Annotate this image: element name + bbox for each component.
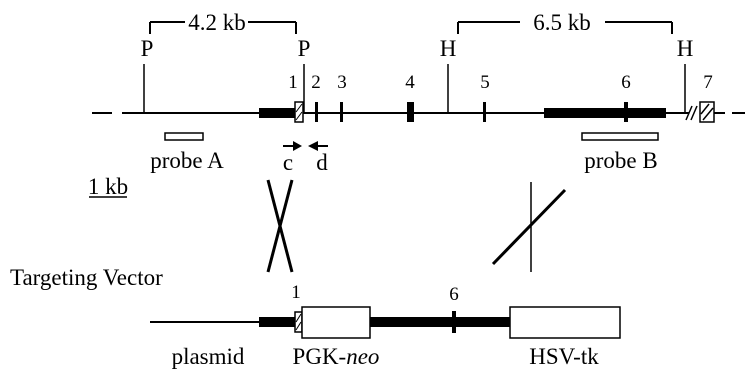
hh-distance-label: 6.5 kb (533, 10, 591, 35)
site-h-label: H (677, 36, 694, 61)
probe-b-label: probe B (584, 148, 657, 173)
exon-number: 7 (703, 72, 713, 93)
site-p-label: P (141, 36, 154, 61)
exon-2 (315, 102, 318, 122)
exon-5 (483, 102, 486, 122)
vector-exon-number: 6 (449, 284, 459, 305)
probe-a-bar (164, 132, 204, 141)
short-homology-arm (259, 108, 296, 118)
crossover-right (491, 182, 567, 272)
exon-number: 2 (311, 72, 321, 93)
targeting-vector-title: Targeting Vector (10, 265, 163, 290)
long-homology-arm (544, 108, 666, 118)
exon-1 (294, 101, 304, 123)
pgk-neo-gene: neo (346, 344, 379, 369)
primer-c-label: c (283, 150, 293, 175)
primer-c-arrow (283, 141, 302, 151)
pp-distance-label: 4.2 kb (188, 10, 246, 35)
pgk-neo-label: PGK-neo (293, 344, 380, 369)
exon-number: 6 (621, 72, 631, 93)
vector-long-arm (370, 317, 510, 327)
primer-d-arrow (308, 141, 328, 151)
vector-exon-6 (452, 311, 456, 333)
vector-exon-number: 1 (291, 282, 301, 303)
crossover-left (266, 179, 294, 273)
exon-number: 5 (480, 72, 490, 93)
exon-number: 1 (288, 72, 298, 93)
vector-exon-1 (294, 311, 303, 333)
vector-short-arm (259, 317, 296, 327)
site-h-label: H (440, 36, 457, 61)
probe-a-label: probe A (150, 148, 224, 173)
pgk-neo-cassette (301, 306, 371, 339)
pgk-neo-prefix: PGK- (293, 344, 347, 369)
scale-bar-label: 1 kb (88, 174, 128, 199)
exon-number: 3 (337, 72, 347, 93)
break-mark (685, 105, 698, 121)
probe-b-bar (581, 132, 659, 141)
targeting-vector: 1 6 (150, 282, 621, 339)
hsv-tk-cassette (509, 306, 621, 339)
exon-6 (624, 102, 628, 122)
site-p-label: P (298, 36, 311, 61)
genomic-locus: 1 2 3 4 5 6 7 (92, 64, 745, 123)
exon-7 (699, 101, 715, 123)
exon-3 (340, 102, 343, 122)
hh-distance-bracket: 6.5 kb (457, 10, 673, 35)
primer-d-label: d (316, 150, 328, 175)
exon-4 (407, 102, 414, 122)
exon-number: 4 (405, 72, 415, 93)
plasmid-label: plasmid (172, 344, 245, 369)
pp-distance-bracket: 4.2 kb (149, 10, 297, 35)
hsv-tk-label: HSV-tk (529, 344, 599, 369)
